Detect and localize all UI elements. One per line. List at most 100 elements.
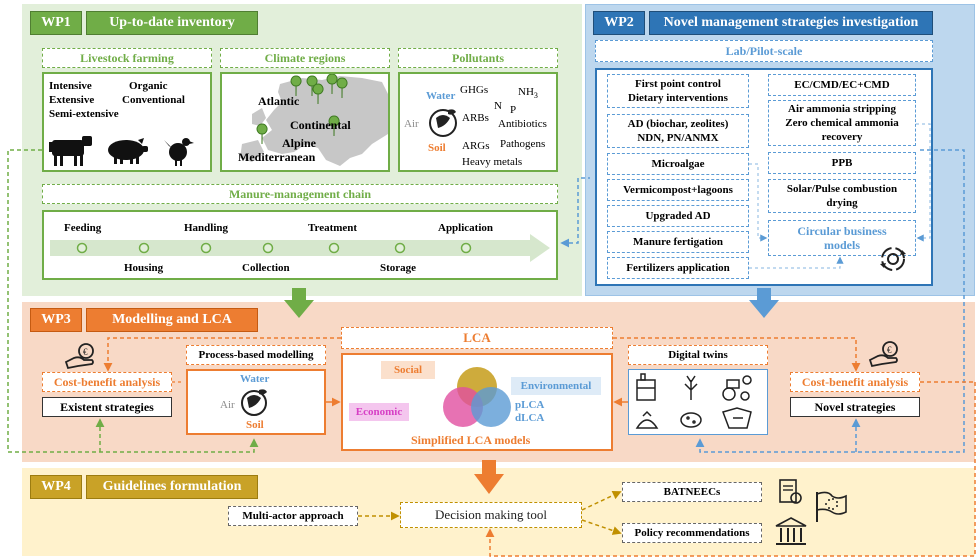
chain-arrow	[50, 234, 550, 262]
wp2-air-ammonia: Air ammonia stripping Zero chemical ammo…	[768, 100, 916, 146]
wp2-upgraded-ad: Upgraded AD	[607, 205, 749, 227]
cba-right-decision-link	[485, 382, 976, 557]
compost-icon	[635, 410, 659, 429]
wp2-fertigation: Manure fertigation	[607, 231, 749, 253]
pollutant-ghgs: GHGs	[460, 84, 489, 96]
lca-environmental: Environmental	[511, 377, 601, 395]
wp2-first-point: First point control Dietary intervention…	[607, 74, 749, 108]
livestock-organic: Organic	[129, 80, 168, 92]
process-water: Water	[240, 373, 270, 385]
wp2-air-ammonia-l1: Air ammonia stripping	[788, 103, 896, 115]
wp2-air-ammonia-l3: recovery	[821, 131, 863, 143]
chain-application: Application	[438, 222, 494, 234]
livestock-extensive: Extensive	[49, 94, 95, 106]
digital-twins-box	[628, 369, 768, 435]
chain-node-housing	[138, 242, 150, 254]
pollutants-title: Pollutants	[398, 48, 558, 68]
chain-node-treatment	[328, 242, 340, 254]
digital-twins-title: Digital twins	[628, 345, 768, 365]
svg-text:€: €	[887, 345, 892, 355]
wp2-tag: WP2	[593, 11, 645, 35]
wp2-circular-l1: Circular business	[797, 224, 887, 238]
institution-icon	[775, 517, 807, 545]
chain-treatment: Treatment	[308, 222, 358, 234]
livestock-conventional: Conventional	[122, 94, 185, 106]
fertilizers-circular-link	[749, 256, 844, 269]
wp2-air-ammonia-l2: Zero chemical ammonia	[785, 117, 899, 129]
certificate-icon	[779, 479, 802, 504]
wp1-loop-process	[7, 149, 259, 453]
hand-coin-icon-left: €	[64, 343, 94, 370]
pollutant-args: ARGs	[462, 140, 490, 152]
chain-node-handling	[200, 242, 212, 254]
novel-strategies: Novel strategies	[790, 397, 920, 417]
climate-mediterranean: Mediterranean	[238, 150, 316, 164]
globe-leaf-icon	[429, 109, 457, 137]
pollutant-heavy-metals: Heavy metals	[462, 156, 523, 168]
recycle-icon	[880, 247, 906, 271]
wp2-circular-l2: models	[824, 238, 860, 252]
wp2-microalgae: Microalgae	[607, 153, 749, 175]
climate-title: Climate regions	[220, 48, 390, 68]
svg-text:€: €	[83, 347, 88, 357]
wp2-title: Novel management strategies investigatio…	[649, 11, 933, 35]
wp1-to-wp3-arrow	[284, 288, 314, 318]
cow-icon	[49, 136, 92, 166]
wp1-tag: WP1	[30, 11, 82, 35]
microalgae-circular-link	[749, 163, 768, 242]
lca-economic: Economic	[349, 403, 409, 421]
wp4-title: Guidelines formulation	[86, 475, 258, 499]
climate-alpine: Alpine	[282, 136, 317, 150]
livestock-title: Livestock farming	[42, 48, 212, 68]
wp2-solar-drying-l1: Solar/Pulse combustion	[786, 183, 898, 195]
wp3-tag: WP3	[30, 308, 82, 332]
climate-box: Atlantic Continental Alpine Mediterranea…	[220, 72, 390, 172]
pollutant-air: Air	[404, 118, 419, 130]
lca-title: LCA	[341, 327, 613, 349]
cba-right: Cost-benefit analysis	[790, 372, 920, 392]
pig-icon	[108, 138, 148, 164]
chain-nodes	[76, 242, 472, 254]
process-air: Air	[220, 399, 235, 411]
wp2-solar-drying: Solar/Pulse combustion drying	[768, 179, 916, 213]
climate-atlantic: Atlantic	[258, 94, 300, 108]
pollutants-box: Water Air Soil GHGs NH3 N P ARBs Antibio…	[398, 72, 558, 172]
pollutant-water: Water	[426, 90, 456, 102]
lca-simplified: Simplified LCA models	[411, 433, 531, 447]
lca-cba-left-link	[103, 337, 341, 372]
chain-collection: Collection	[242, 262, 290, 274]
plant-icon	[684, 375, 698, 400]
livestock-semi-extensive: Semi-extensive	[49, 108, 119, 120]
lca-social: Social	[381, 361, 435, 379]
pollutant-p: P	[510, 104, 517, 116]
chain-node-feeding	[76, 242, 88, 254]
batneecs: BATNEECs	[622, 482, 762, 502]
lca-venn-diagram	[443, 367, 511, 427]
chain-node-storage	[394, 242, 406, 254]
wp4-tag: WP4	[30, 475, 82, 499]
climate-continental: Continental	[290, 118, 351, 132]
wp2-scale: Lab/Pilot-scale	[595, 40, 933, 62]
chain-housing: Housing	[124, 262, 164, 274]
wp2-to-wp3-arrow	[749, 288, 779, 318]
chain-node-collection	[262, 242, 274, 254]
process-soil: Soil	[246, 419, 264, 431]
lca-box: Social Economic Environmental pLCA dLCA …	[341, 353, 613, 451]
hand-coin-icon-right: €	[868, 341, 898, 368]
chain-box: Feeding Handling Treatment Application H…	[42, 210, 558, 280]
chicken-icon	[164, 138, 194, 166]
decision-making-tool: Decision making tool	[400, 502, 582, 528]
lca-dlca: dLCA	[515, 412, 545, 424]
digital-twins-icons	[635, 373, 752, 429]
pollutant-nh3-sub: 3	[533, 91, 538, 101]
decision-policy-link	[581, 519, 622, 535]
wp2-fertilizers: Fertilizers application	[607, 257, 749, 279]
wp2-circular: Circular business models	[768, 220, 916, 256]
ammonia-circular-link	[916, 123, 931, 242]
chain-node-application	[460, 242, 472, 254]
pollutant-pathogens: Pathogens	[500, 138, 546, 150]
cow-head-icon	[722, 407, 752, 429]
chain-wp2-link	[560, 177, 590, 248]
europe-map-icon	[240, 74, 388, 166]
wp2-first-point-l2: Dietary interventions	[628, 92, 728, 104]
